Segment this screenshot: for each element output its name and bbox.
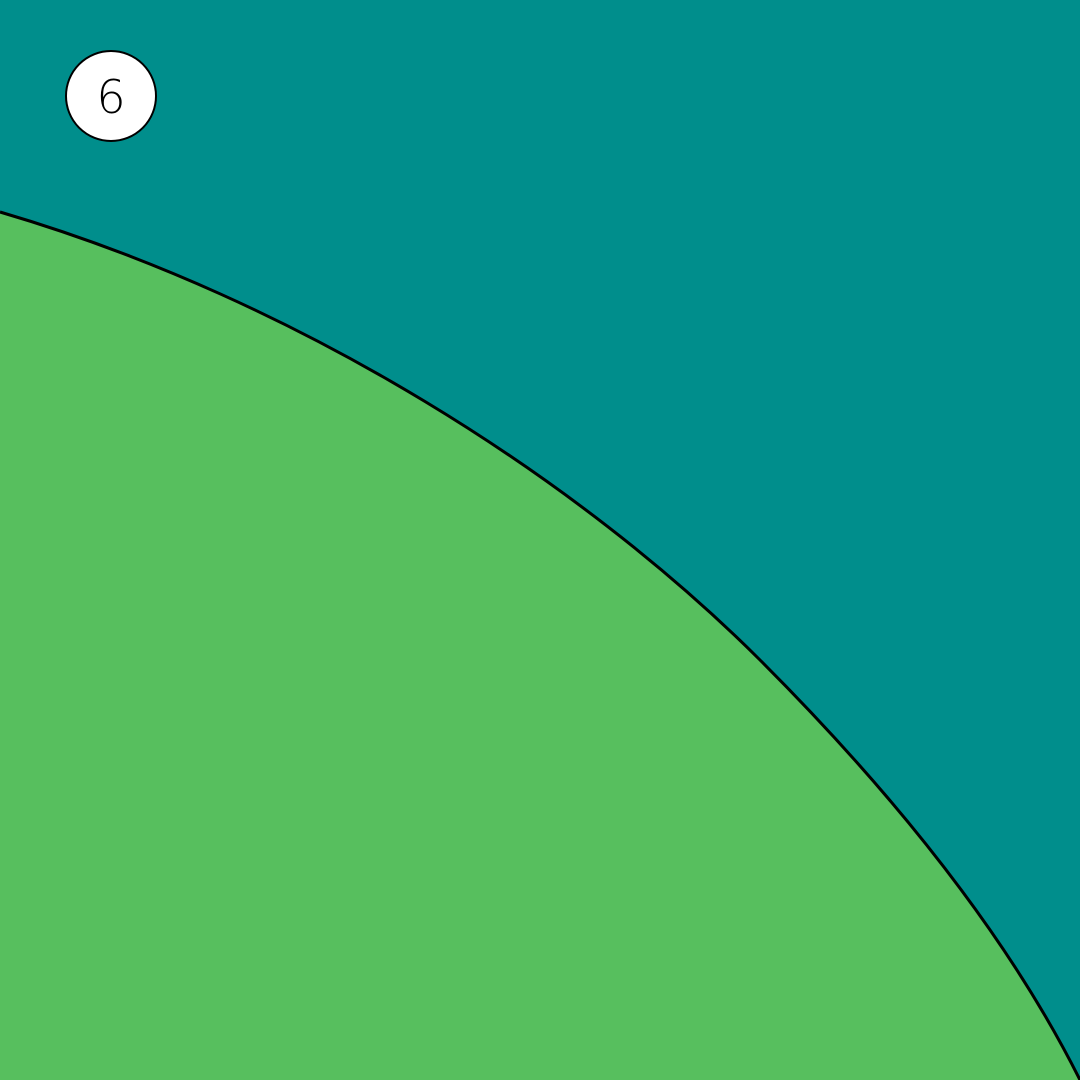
- step-number-badge: 6: [65, 50, 157, 142]
- green-curved-shape: [0, 212, 1080, 1080]
- step-number-text: 6: [96, 70, 126, 124]
- shape-outline: [0, 210, 1080, 1080]
